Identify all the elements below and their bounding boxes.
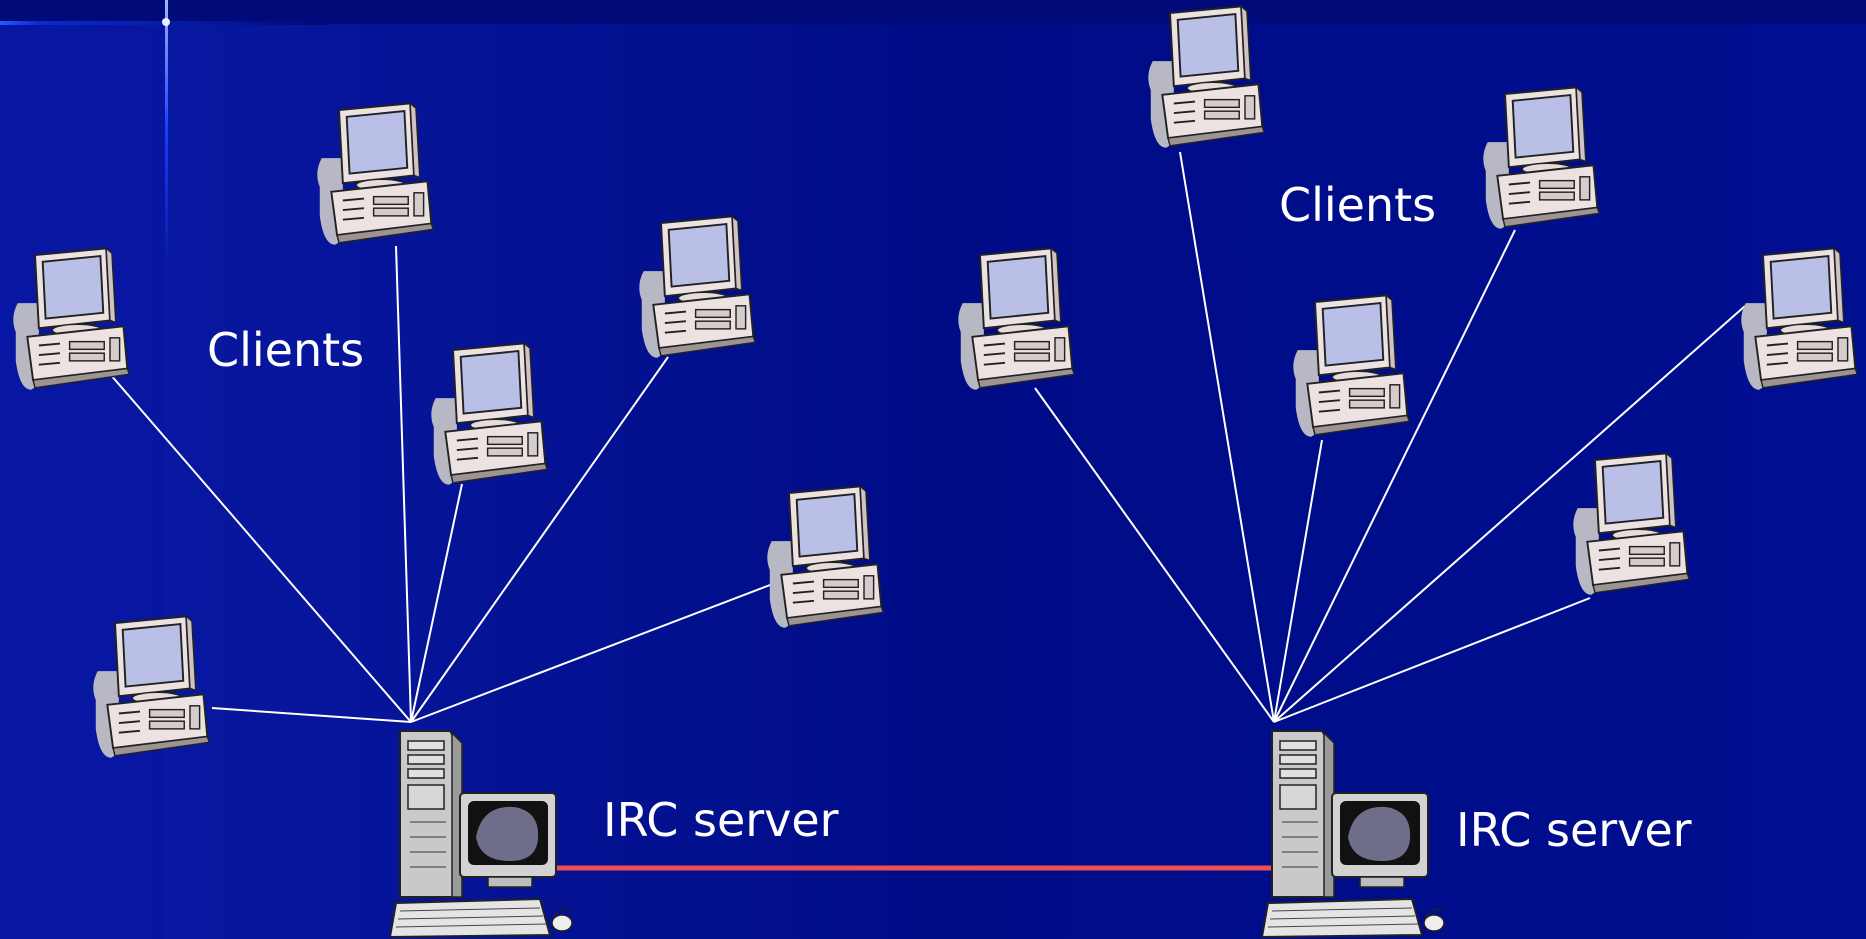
link-right-2 <box>1179 151 1275 723</box>
right-client-links <box>1034 151 1746 723</box>
left-client-links <box>109 245 779 723</box>
clients-label-left: Clients <box>207 323 365 377</box>
link-right-1 <box>1034 387 1275 723</box>
link-right-5 <box>1273 305 1746 723</box>
link-left-1 <box>109 373 412 723</box>
link-left-3 <box>410 483 463 723</box>
link-left-5 <box>410 581 779 723</box>
link-right-3 <box>1273 439 1323 723</box>
link-left-2 <box>395 245 412 723</box>
irc-server-label-right: IRC server <box>1456 803 1692 857</box>
link-left-6 <box>211 707 412 723</box>
link-right-4 <box>1273 229 1516 723</box>
irc-server-label-left: IRC server <box>603 793 839 847</box>
clients-label-right: Clients <box>1279 178 1437 232</box>
link-right-6 <box>1273 597 1591 723</box>
link-left-4 <box>410 356 669 723</box>
